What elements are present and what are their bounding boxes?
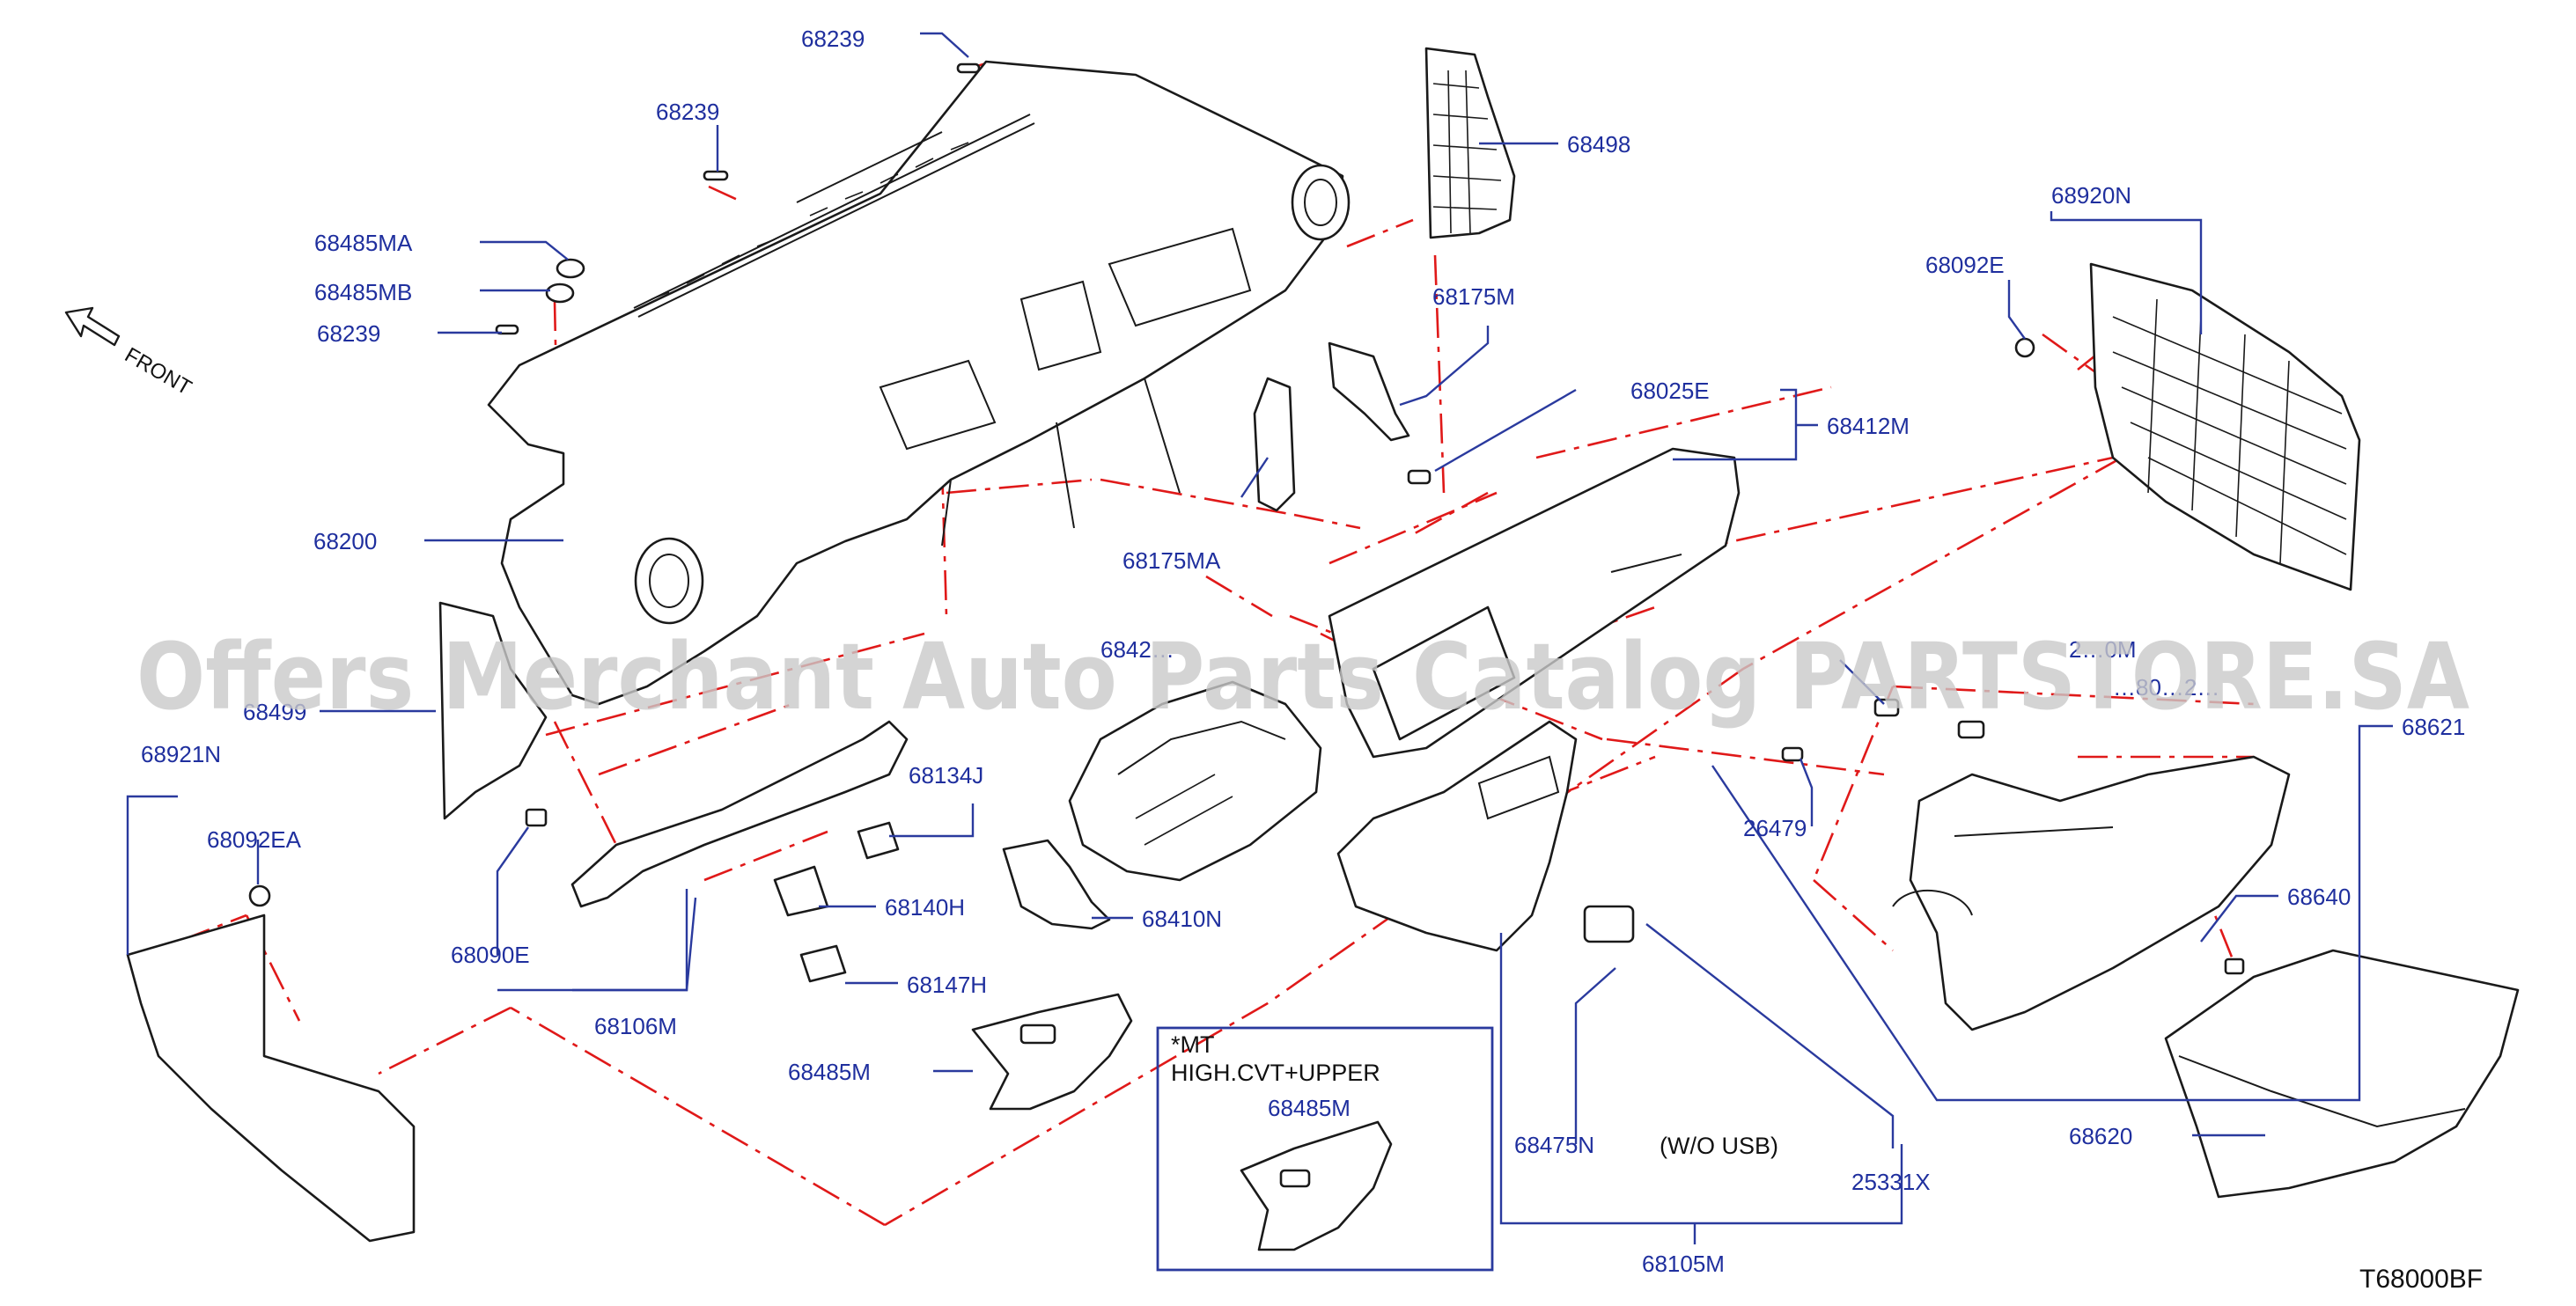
label-68106M: 68106M — [594, 1013, 677, 1039]
label-26479: 26479 — [1743, 815, 1807, 841]
part-68175MA — [1253, 377, 1296, 512]
label-68485M: 68485M — [788, 1059, 871, 1085]
label-68485MB: 68485MB — [314, 279, 412, 305]
label-68175M: 68175M — [1432, 283, 1515, 310]
label-68499: 68499 — [243, 699, 306, 725]
label-68012: …80…2… — [2113, 674, 2219, 701]
part-68499 — [438, 601, 548, 820]
part-68410N — [1002, 839, 1111, 930]
part-68920N — [2089, 262, 2361, 591]
label-68134J: 68134J — [909, 762, 983, 789]
inset-note-mt: *MT — [1171, 1031, 1215, 1058]
label-68485MA: 68485MA — [314, 230, 413, 256]
label-68147H: 68147H — [907, 972, 987, 998]
label-68092EA: 68092EA — [207, 826, 302, 853]
label-68239-mid: 68239 — [656, 99, 719, 125]
label-68410N: 68410N — [1142, 906, 1222, 932]
label-68640: 68640 — [2287, 884, 2351, 910]
label-25600M: 2…0M — [2069, 636, 2137, 663]
upper-dash-panel — [487, 60, 1344, 706]
part-68420 — [1068, 680, 1322, 882]
label-68621: 68621 — [2402, 714, 2465, 740]
label-68025E: 68025E — [1630, 378, 1710, 404]
inset-note-high-cvt: HIGH.CVT+UPPER — [1171, 1060, 1380, 1086]
part-68485M-inset — [1240, 1120, 1393, 1251]
label-68420: 6842… — [1100, 636, 1174, 663]
part-68105M — [1336, 720, 1578, 952]
part-68620 — [2164, 949, 2520, 1199]
part-68175M — [1328, 341, 1410, 442]
label-68498: 68498 — [1567, 131, 1630, 158]
wo-usb-note: (W/O USB) — [1660, 1133, 1778, 1159]
part-68106M — [570, 720, 909, 908]
label-68239-left: 68239 — [317, 320, 380, 347]
diagram-code: T68000BF — [2359, 1265, 2483, 1294]
label-68485M-inset: 68485M — [1268, 1095, 1351, 1121]
part-68485M — [971, 993, 1133, 1111]
label-68200: 68200 — [313, 528, 377, 554]
label-25331X: 25331X — [1851, 1169, 1931, 1195]
front-label: FRONT — [121, 343, 195, 400]
label-68921N: 68921N — [141, 741, 221, 767]
label-68475N: 68475N — [1514, 1132, 1594, 1158]
label-68090E: 68090E — [451, 942, 530, 968]
part-68921N — [126, 913, 416, 1243]
part-labels: 68239 68239 68485MA 68485MB 68239 68200 … — [141, 26, 2465, 1277]
part-68621 — [1909, 755, 2291, 1031]
leader-lines — [126, 32, 2393, 1244]
label-68140H: 68140H — [885, 894, 965, 921]
watermark: Offers Merchant Auto Parts Catalog PARTS… — [136, 623, 2469, 730]
label-68239-top: 68239 — [801, 26, 865, 52]
label-68175MA: 68175MA — [1122, 547, 1221, 574]
label-68092E: 68092E — [1925, 252, 2005, 278]
label-68105M: 68105M — [1642, 1251, 1725, 1277]
label-68412M: 68412M — [1827, 413, 1910, 439]
label-68920N: 68920N — [2051, 182, 2131, 209]
front-arrow-icon — [64, 306, 121, 347]
mt-inset-box — [1156, 1026, 1494, 1272]
label-68620: 68620 — [2069, 1123, 2132, 1149]
